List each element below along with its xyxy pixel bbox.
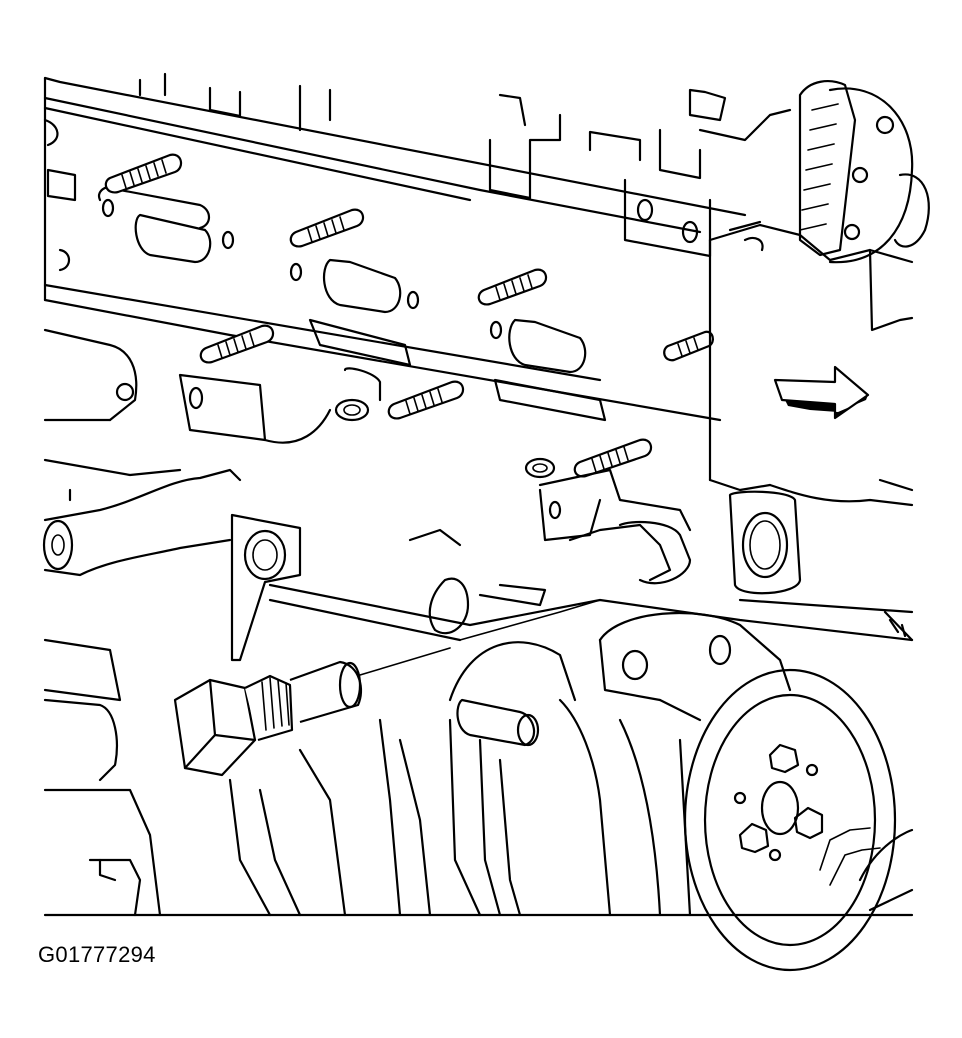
- stud-2: [289, 208, 365, 248]
- stud-6: [573, 438, 653, 478]
- exhaust-studs: [104, 153, 715, 478]
- lower-castings: [43, 638, 914, 917]
- stud-3: [477, 268, 548, 306]
- stud-5: [387, 380, 465, 420]
- stud-1: [104, 153, 183, 194]
- crankshaft-pulley: [598, 611, 914, 972]
- camshaft-position-sensor: [173, 599, 601, 777]
- cylinder-head: [43, 72, 792, 422]
- exhaust-ports: [97, 185, 607, 422]
- stud-4: [199, 324, 275, 364]
- stud-7: [663, 330, 715, 362]
- front-cover: [708, 220, 914, 507]
- figure-id-label: G01777294: [38, 942, 156, 967]
- engine-block: [42, 328, 914, 662]
- timing-chain: [798, 80, 930, 264]
- arrow-right-icon: [773, 365, 870, 420]
